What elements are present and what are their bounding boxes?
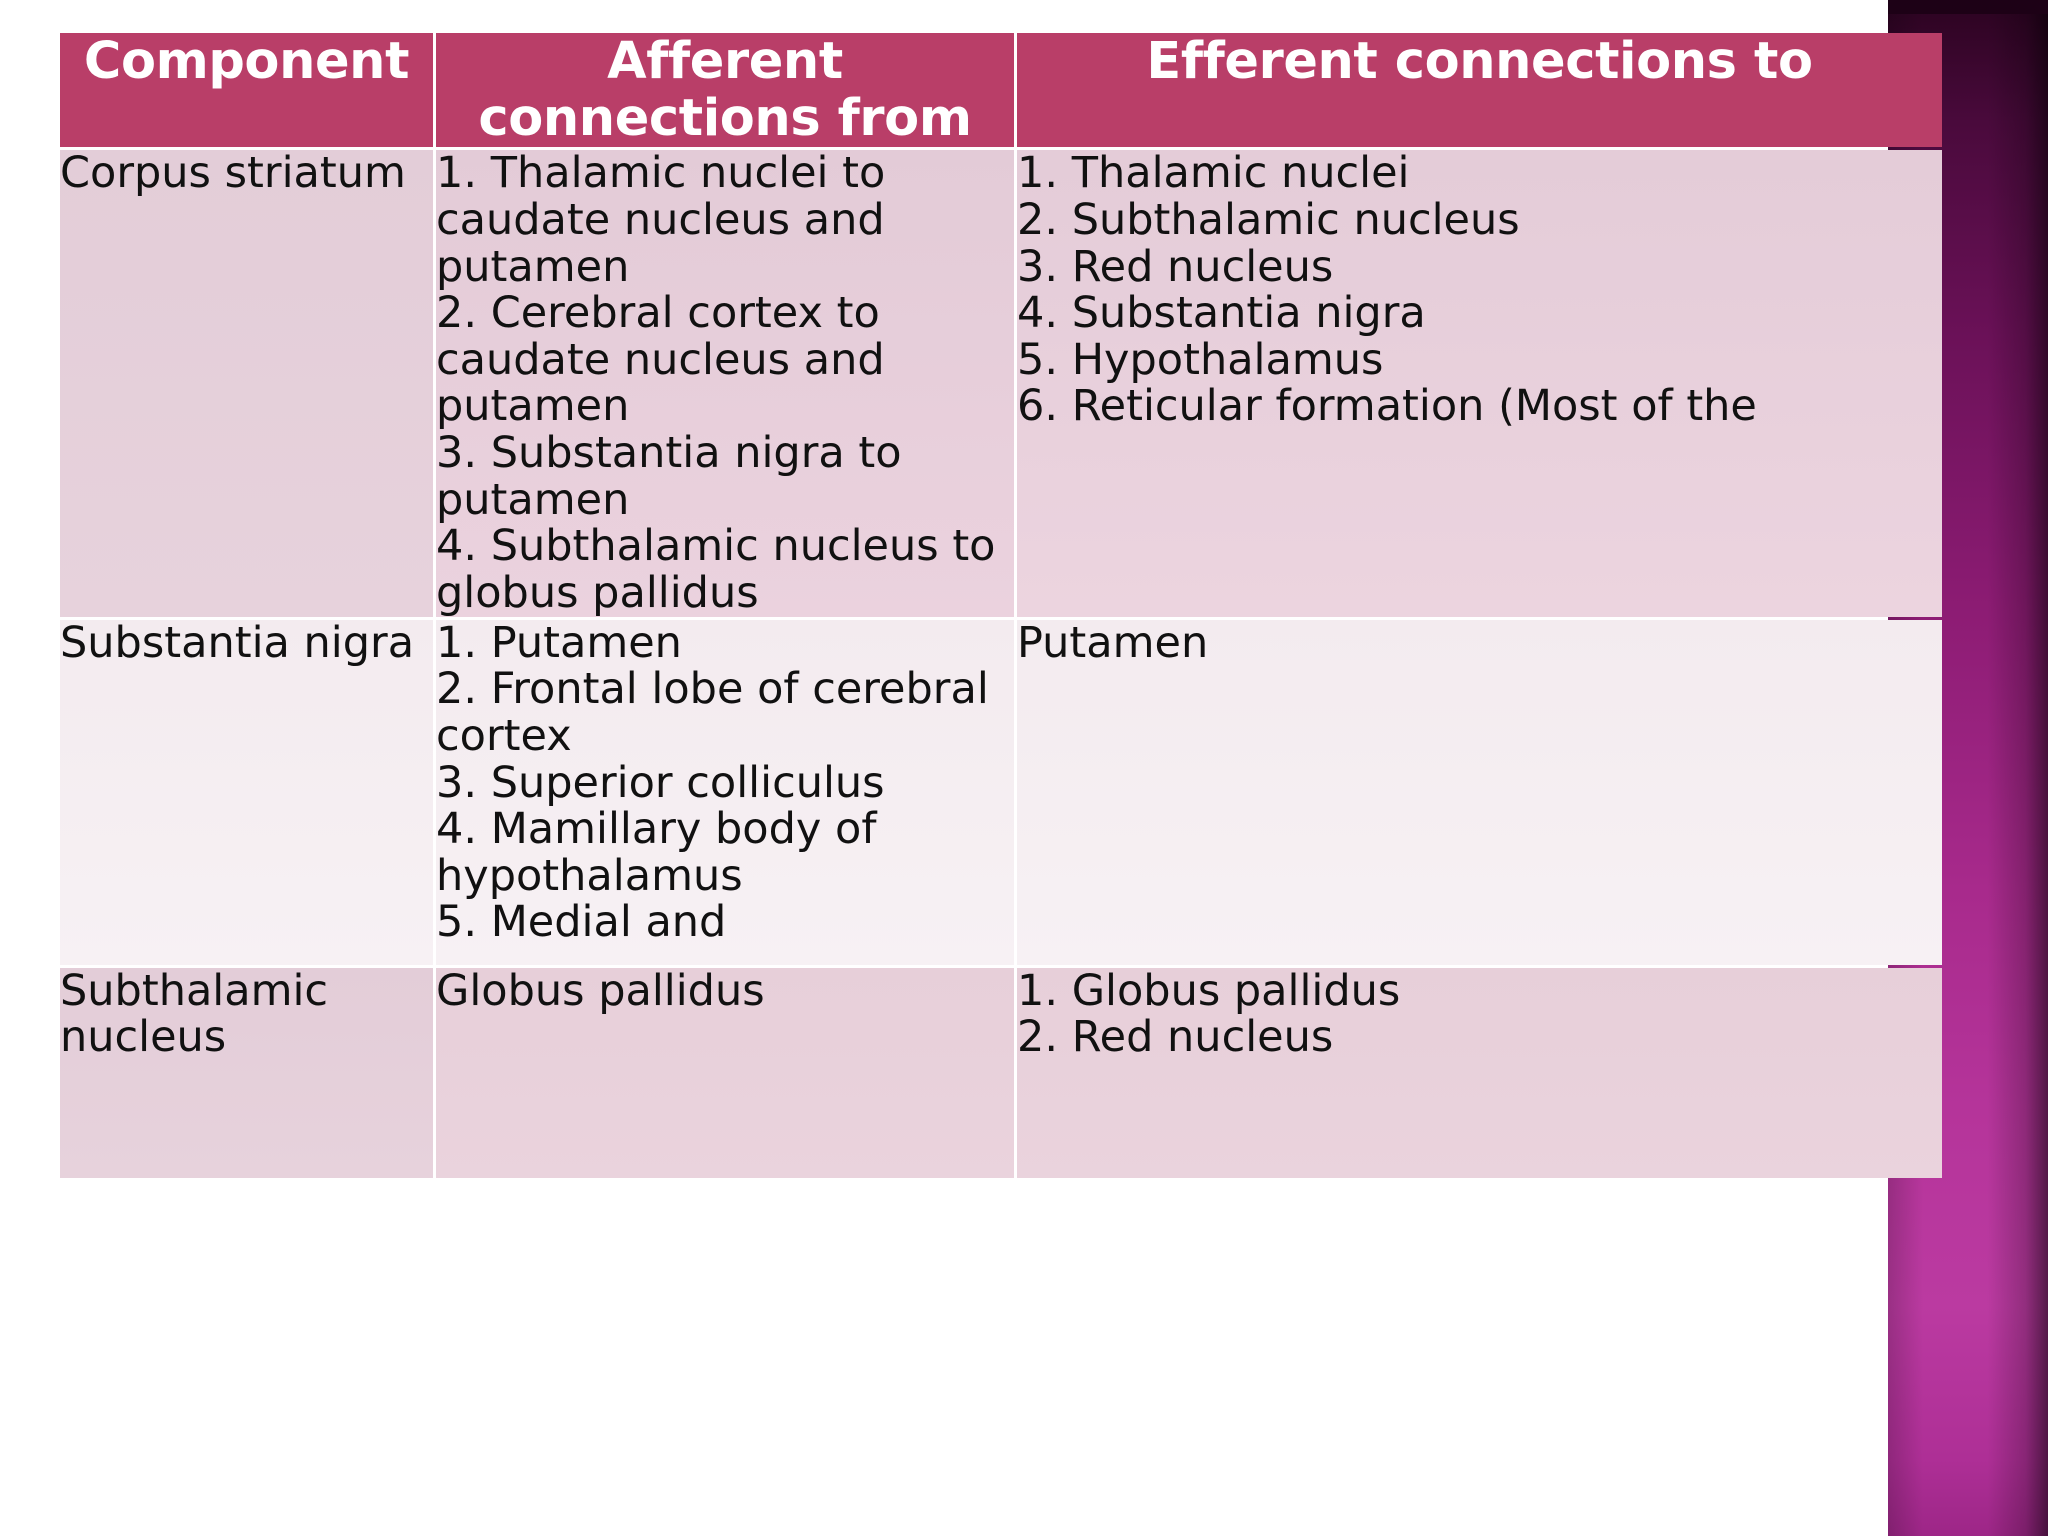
column-header-component: Component bbox=[60, 32, 433, 148]
cell-component: Subthalamic nucleus bbox=[60, 967, 433, 1178]
column-header-component-label: Component bbox=[83, 32, 410, 91]
cell-afferent: 1. Putamen 2. Frontal lobe of cerebral c… bbox=[436, 619, 1014, 965]
cell-afferent: Globus pallidus bbox=[436, 967, 1014, 1178]
cell-afferent: 1. Thalamic nuclei to caudate nucleus an… bbox=[436, 150, 1014, 617]
cell-efferent: 1. Thalamic nuclei 2. Subthalamic nucleu… bbox=[1017, 150, 1942, 617]
decorative-right-bar-top-cap bbox=[1888, 0, 2048, 14]
connections-table-container: Component Afferent connections from Effe… bbox=[57, 30, 1942, 1470]
table-row: Corpus striatum 1. Thalamic nuclei to ca… bbox=[60, 150, 1942, 617]
table-row: Subthalamic nucleus Globus pallidus 1. G… bbox=[60, 967, 1942, 1178]
column-header-efferent-label: Efferent connections to bbox=[1146, 32, 1813, 91]
column-header-afferent-label: Afferent connections from bbox=[478, 32, 972, 149]
column-header-afferent: Afferent connections from bbox=[436, 33, 1014, 147]
cell-component: Substantia nigra bbox=[60, 619, 433, 965]
cell-efferent: Putamen bbox=[1017, 619, 1942, 965]
table-body: Corpus striatum 1. Thalamic nuclei to ca… bbox=[60, 150, 1942, 1178]
table-header-row: Component Afferent connections from Effe… bbox=[60, 33, 1942, 147]
basal-ganglia-connections-table: Component Afferent connections from Effe… bbox=[57, 30, 1945, 1181]
cell-component: Corpus striatum bbox=[60, 150, 433, 617]
cell-efferent: 1. Globus pallidus 2. Red nucleus bbox=[1017, 967, 1942, 1178]
table-row: Substantia nigra 1. Putamen 2. Frontal l… bbox=[60, 619, 1942, 965]
column-header-efferent: Efferent connections to bbox=[1017, 32, 1942, 148]
